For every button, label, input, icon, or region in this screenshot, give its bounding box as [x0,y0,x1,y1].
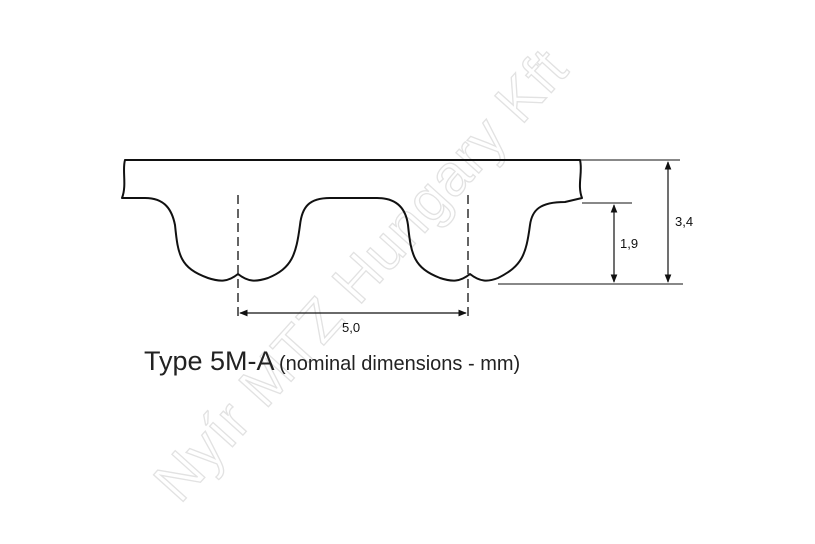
belt-height-label: 3,4 [675,214,693,229]
belt-type-label: Type 5M-A [144,346,275,376]
tooth-height-label: 1,9 [620,236,638,251]
belt-outline [121,159,583,282]
pitch-label: 5,0 [342,320,360,335]
watermark-text: Nyír MTZ Hungary Kft [141,36,580,513]
diagram-caption: Type 5M-A (nominal dimensions - mm) [144,346,520,377]
dimensions-note: (nominal dimensions - mm) [279,353,521,375]
